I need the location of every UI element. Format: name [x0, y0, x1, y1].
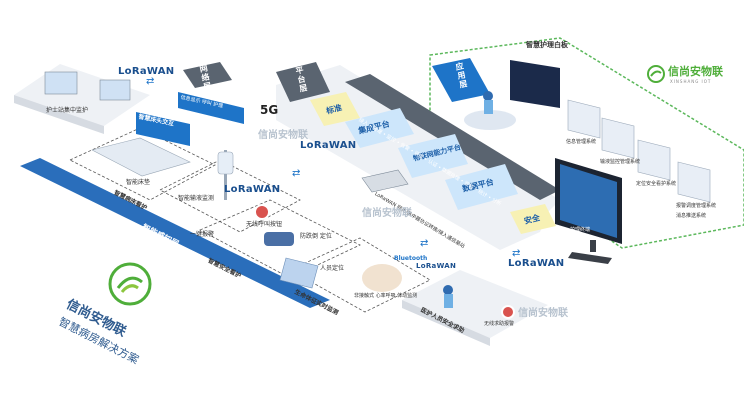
panel-c-label: 定位安全看护系统 — [636, 181, 677, 187]
lorawan-text: LoRaWAN — [300, 140, 357, 151]
lorawan-logo-bottom: LoRaWAN — [416, 262, 456, 270]
watermark-2: 信尚安物联 — [362, 208, 412, 219]
infusion-label: 智能输液监测 — [178, 195, 215, 202]
lorawan-text: LoRaWAN — [224, 184, 281, 195]
bluetooth-label: Bluetooth — [394, 255, 428, 262]
panel-e-label: 消息推送系统 — [676, 213, 707, 219]
svg-text:⇄: ⇄ — [146, 76, 154, 87]
panel-b-label: 输液监控管理系统 — [600, 159, 641, 165]
lorawan-text: LoRaWAN — [508, 258, 565, 269]
terminal-label: 护理终端 — [570, 227, 591, 233]
station-label: 护士站集中监护 — [46, 107, 89, 114]
lorawan-logo-left: LoRaWAN — [224, 184, 280, 195]
brand-name-top: 信尚安物联 — [668, 65, 723, 78]
svg-text:⇄: ⇄ — [292, 168, 300, 179]
brand-pinyin-top: XINSHANG IOT — [670, 79, 712, 84]
watermark-1: 信尚安物联 — [258, 130, 308, 141]
vital-desc: 非接触式 心率呼吸 体动监测 — [354, 293, 418, 299]
lorawan-text: LoRaWAN — [416, 262, 457, 270]
lorawan-logo-center: LoRaWAN — [300, 140, 356, 151]
svg-text:⇄: ⇄ — [512, 248, 520, 259]
lorawan-logo-top-left: LoRaWAN — [118, 66, 174, 77]
panel-d-label: 报警调度管理系统 — [676, 203, 717, 209]
brand-logo-icon-top — [647, 65, 665, 83]
watch-label: 防跌倒 定位 — [300, 233, 332, 240]
nurse-board-label: 智慧护理白板 — [526, 41, 568, 49]
svg-text:⇄: ⇄ — [420, 238, 428, 249]
lorawan-text: LoRaWAN — [118, 66, 175, 77]
watermark-3: 信尚安物联 — [518, 308, 568, 319]
medical-sub: 无线求助报警 — [484, 321, 515, 327]
lorawan-logo-right: LoRaWAN — [508, 258, 564, 269]
bed-label: 智能床垫 — [126, 179, 151, 186]
call-button-label: 无线呼叫按钮 — [246, 221, 283, 228]
brand-logo-icon — [108, 262, 152, 306]
badge-label: 人员定位 — [320, 265, 345, 272]
fiveg-label: 5G — [260, 103, 279, 117]
panel-a-label: 信息管理系统 — [566, 139, 597, 145]
sos-button-label: 一键报警 — [190, 231, 215, 238]
